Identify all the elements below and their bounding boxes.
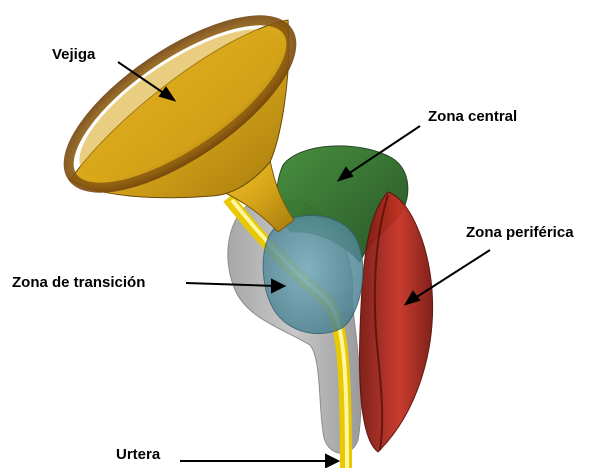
peripheral-zone-shape xyxy=(360,192,433,452)
urethra-arrowhead xyxy=(326,455,338,467)
transition-zone-shape xyxy=(263,215,363,333)
peripheral-zone-label: Zona periférica xyxy=(466,224,574,242)
bladder-label: Vejiga xyxy=(52,46,95,64)
central-zone-label: Zona central xyxy=(428,108,517,126)
urethra-label: Urtera xyxy=(116,446,160,464)
transition-zone-label: Zona de transición xyxy=(12,274,145,292)
